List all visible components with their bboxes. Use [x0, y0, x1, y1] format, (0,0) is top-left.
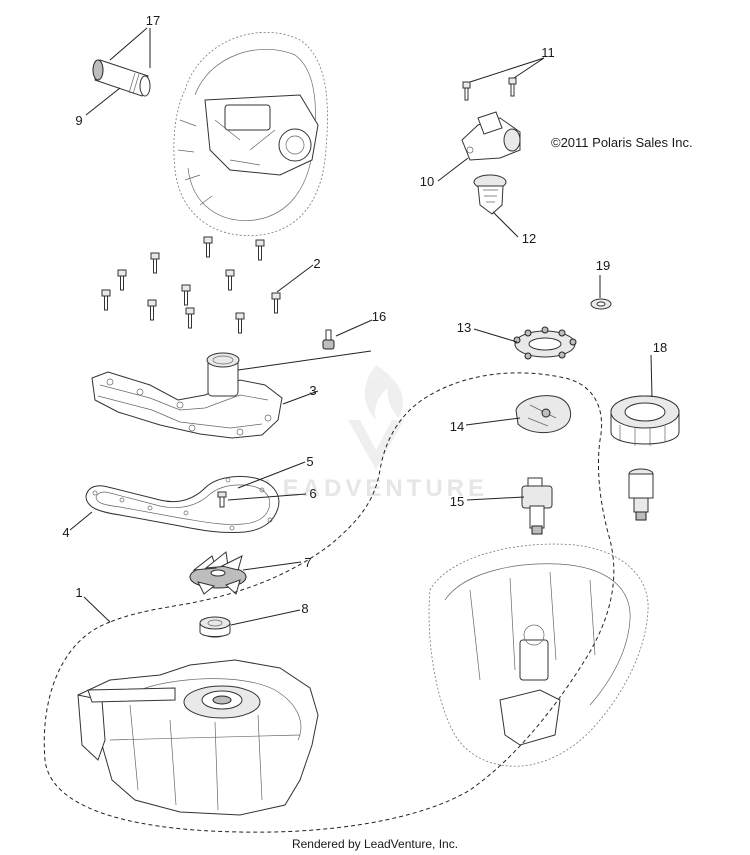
part-6-screw	[217, 491, 227, 508]
callout-10: 10	[420, 174, 434, 189]
callout-9: 9	[75, 113, 82, 128]
part-18-bearing	[610, 395, 680, 446]
callout-12: 12	[522, 231, 536, 246]
engine-case-housing	[173, 32, 328, 237]
part-9-sleeve	[92, 59, 151, 97]
part-19-washer	[590, 298, 612, 310]
callout-labels: 17 9 11 10 12 2 16 3 19 13 18 14 15 5 6 …	[62, 13, 667, 616]
callout-14: 14	[450, 419, 464, 434]
crankcase-half-ghost	[428, 543, 649, 767]
callout-16: 16	[372, 309, 386, 324]
callout-11: 11	[541, 45, 555, 60]
part-18-shaft	[628, 468, 654, 521]
part-16-fitting	[322, 329, 335, 350]
callout-17: 17	[146, 13, 160, 28]
part-11-bolts	[462, 77, 517, 101]
part-10-thermostat-housing	[461, 111, 521, 161]
callout-18: 18	[653, 340, 667, 355]
callout-8: 8	[301, 601, 308, 616]
callout-15: 15	[450, 494, 464, 509]
callout-7: 7	[304, 555, 311, 570]
watermark: LEADVENTURE	[264, 365, 488, 502]
part-7-impeller	[189, 551, 247, 595]
part-15-shaft	[521, 477, 553, 535]
callout-13: 13	[457, 320, 471, 335]
assembly-boundary	[43, 372, 615, 833]
callout-4: 4	[62, 525, 69, 540]
watermark-logo	[348, 365, 404, 470]
leader-lines	[69, 27, 653, 626]
part-12-thermostat	[473, 174, 507, 215]
part-3-pump-cover	[91, 352, 283, 439]
part-1-lower-case	[77, 659, 319, 816]
callout-1: 1	[75, 585, 82, 600]
copyright-text: ©2011 Polaris Sales Inc.	[551, 135, 693, 150]
watermark-text: LEADVENTURE	[264, 475, 488, 502]
callout-2: 2	[313, 256, 320, 271]
part-8-seal	[199, 616, 231, 638]
part-13-ring	[513, 326, 577, 360]
part-4-gasket	[85, 475, 280, 534]
part-14-plate	[515, 395, 572, 433]
callout-3: 3	[309, 383, 316, 398]
callout-19: 19	[596, 258, 610, 273]
callout-6: 6	[309, 486, 316, 501]
callout-5: 5	[306, 454, 313, 469]
part-2-bolts	[101, 236, 281, 334]
footer-text: Rendered by LeadVenture, Inc.	[292, 837, 458, 851]
